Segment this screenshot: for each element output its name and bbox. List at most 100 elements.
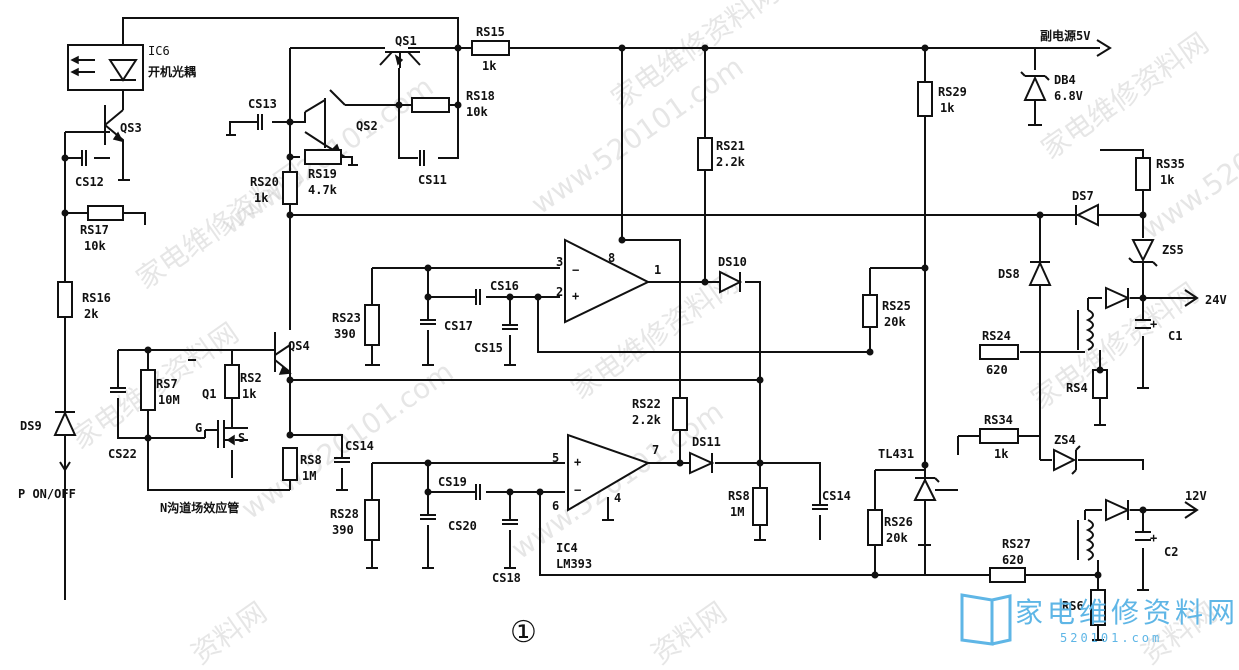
rs21-label: RS21: [716, 139, 745, 153]
zs4-zener: [1053, 445, 1081, 475]
pin2-label: 2: [556, 285, 563, 299]
pin4-label: 4: [614, 491, 621, 505]
pin7-label: 7: [652, 443, 659, 457]
rs8-resistor: [282, 447, 298, 481]
qs3-label: QS3: [120, 121, 142, 135]
qs1-transistor: [379, 51, 421, 68]
rs21-value: 2.2k: [716, 155, 746, 169]
rs34-resistor: [979, 428, 1019, 444]
transformer-winding-12v: [1077, 519, 1094, 561]
rectifier-diode-12v: [1105, 498, 1131, 522]
ds9-diode: [53, 410, 77, 436]
pin3-label: 3: [556, 255, 563, 269]
ds8-label: DS8: [998, 267, 1020, 281]
rectifier-diode-24v: [1105, 286, 1131, 310]
rs21-resistor: [697, 137, 713, 171]
rs29-label: RS29: [938, 85, 967, 99]
rs28-resistor: [364, 499, 380, 541]
rs24-label: RS24: [982, 329, 1011, 343]
logo-url: 520101.com: [1060, 631, 1162, 645]
rs17-resistor: [87, 205, 124, 221]
cs20-capacitor: [420, 514, 436, 520]
rs23-resistor: [364, 304, 380, 346]
output-24v-label: 24V: [1205, 293, 1227, 307]
rs26-resistor: [867, 509, 883, 546]
rs22-value: 2.2k: [632, 413, 662, 427]
rs22-label: RS22: [632, 397, 661, 411]
rs7-value: 10M: [158, 393, 180, 407]
c2-plus: +: [1150, 531, 1157, 545]
rs26-value: 20k: [886, 531, 908, 545]
cs14-label: CS14: [345, 439, 374, 453]
cs19-label: CS19: [438, 475, 467, 489]
qs1-label: QS1: [395, 34, 417, 48]
rs8-value: 1M: [302, 469, 316, 483]
db4-zener: [1020, 71, 1050, 101]
minus-input-b: −: [574, 483, 581, 497]
cs11-label: CS11: [418, 173, 447, 187]
tl431-label: TL431: [878, 447, 914, 461]
q1-label: Q1: [202, 387, 216, 401]
qs4-transistor: [274, 332, 292, 375]
rs18-resistor: [411, 97, 450, 113]
rs22-resistor: [672, 397, 688, 431]
rs25-label: RS25: [882, 299, 911, 313]
components: [53, 40, 1158, 626]
rs27-value: 620: [1002, 553, 1024, 567]
rs8-resistor-2: [752, 487, 768, 526]
rs2-value: 1k: [242, 387, 257, 401]
rs27-resistor: [989, 567, 1026, 583]
cs15-capacitor: [502, 324, 518, 330]
rs35-value: 1k: [1160, 173, 1175, 187]
rs8-label: RS8: [300, 453, 322, 467]
q1-source-label: S: [238, 431, 245, 445]
rs29-resistor: [917, 81, 933, 117]
ds11-label: DS11: [692, 435, 721, 449]
rs20-resistor: [282, 171, 298, 205]
ic6-optocoupler: [67, 44, 144, 91]
ds7-diode: [1075, 203, 1099, 227]
ds7-label: DS7: [1072, 189, 1094, 203]
c1-label: C1: [1168, 329, 1182, 343]
ds10-diode: [719, 270, 743, 294]
rs25-value: 20k: [884, 315, 906, 329]
rs24-resistor: [979, 344, 1019, 360]
watermark: 资料网: [185, 596, 273, 670]
figure-number: ①: [510, 615, 537, 650]
cs13-label: CS13: [248, 97, 277, 111]
rs7-resistor: [140, 369, 156, 411]
cs11-capacitor: [419, 150, 425, 166]
pin8-label: 8: [608, 251, 615, 265]
aux-5v-label: 副电源5V: [1040, 28, 1090, 43]
watermark: 资料网: [645, 596, 733, 670]
cs20-label: CS20: [448, 519, 477, 533]
rs2-resistor: [224, 364, 240, 399]
rs16-resistor: [57, 281, 73, 318]
rs18-label: RS18: [466, 89, 495, 103]
rs29-value: 1k: [940, 101, 955, 115]
cs18-label: CS18: [492, 571, 521, 585]
ds8-diode: [1028, 260, 1052, 286]
ds11-diode: [689, 451, 715, 475]
rs23-value: 390: [334, 327, 356, 341]
c2-capacitor: [1135, 531, 1151, 541]
logo-text: 家电维修资料网: [1015, 596, 1239, 629]
cs16-capacitor: [475, 289, 481, 305]
qs3-transistor: [104, 105, 124, 145]
rs34-value: 1k: [994, 447, 1009, 461]
zs5-label: ZS5: [1162, 243, 1184, 257]
zs5-zener: [1128, 239, 1158, 267]
rs6-label: RS6: [1062, 599, 1084, 613]
rs35-label: RS35: [1156, 157, 1185, 171]
cs12-capacitor: [81, 150, 87, 166]
ic4-opamp-a: [564, 238, 651, 324]
pin6-label: 6: [552, 499, 559, 513]
rs7-label: RS7: [156, 377, 178, 391]
rs28-value: 390: [332, 523, 354, 537]
rs18-value: 10k: [466, 105, 488, 119]
rs25-resistor: [862, 294, 878, 328]
q1-mosfet: [205, 420, 235, 448]
pin5-label: 5: [552, 451, 559, 465]
c1-plus: +: [1150, 317, 1157, 331]
